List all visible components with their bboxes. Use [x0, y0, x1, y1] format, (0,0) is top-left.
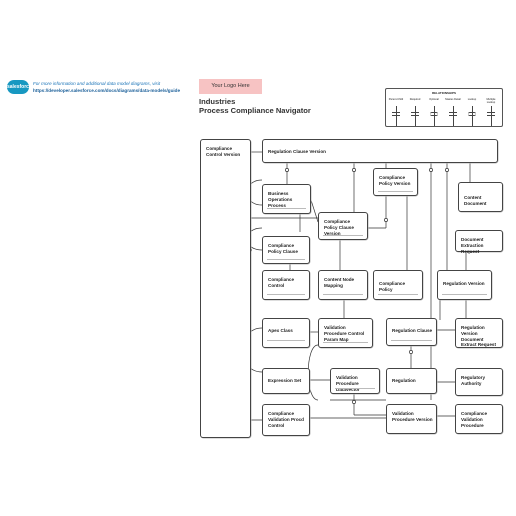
entity-content-node-mapping[interactable]: Content Node Mapping — [318, 270, 368, 300]
info-line: For more information and additional data… — [33, 81, 161, 86]
entity-compliance-policy-clause[interactable]: Compliance Policy Clause — [262, 236, 310, 264]
logo-placeholder: Your Logo Here — [199, 79, 262, 94]
info-link[interactable]: https://developer.salesforce.com/docs/di… — [33, 88, 181, 93]
info-text: For more information and additional data… — [33, 80, 193, 94]
salesforce-logo: salesforce — [7, 80, 32, 94]
entity-business-operations-process[interactable]: Business Operations Process — [262, 184, 311, 214]
entity-label: Regulation Clause — [392, 328, 433, 333]
legend-item: Required — [406, 98, 424, 126]
legend-label: Parent-Child — [388, 98, 404, 101]
entity-label: Apex Class — [268, 328, 293, 333]
connector-marker — [352, 400, 356, 404]
entity-regulation-version[interactable]: Regulation Version — [437, 270, 492, 300]
connector-marker — [429, 168, 433, 172]
entity-regulation-clause-version[interactable]: Regulation Clause Version — [262, 139, 498, 163]
entity-label: Validation Procedure Version — [392, 411, 433, 422]
entity-content-document[interactable]: Content Document — [458, 182, 503, 212]
relationship-legend: RELATIONSHIPS Parent-Child Required Opti… — [385, 88, 503, 127]
legend-label: Multiple Lookup — [486, 98, 496, 104]
entity-label: Validation Procedure Datavector — [336, 375, 360, 392]
entity-label: Compliance Control — [268, 277, 295, 288]
diagram-title: Industries Process Compliance Navigator — [199, 97, 311, 115]
title-line-1: Industries — [199, 97, 236, 106]
entity-validation-procedure-version[interactable]: Validation Procedure Version — [386, 404, 437, 434]
entity-apex-class[interactable]: Apex Class — [262, 318, 310, 348]
entity-compliance-control[interactable]: Compliance Control — [262, 270, 310, 300]
connector-marker — [352, 168, 356, 172]
legend-label: Master-Detail — [445, 98, 461, 101]
entity-label: Document Extraction Request — [461, 237, 484, 254]
entity-compliance-control-version[interactable]: Compliance Control Version — [200, 139, 251, 438]
entity-label: Compliance Policy Clause Version — [324, 219, 354, 236]
entity-label: Regulation Clause Version — [268, 149, 326, 154]
entity-label: Compliance Policy — [379, 281, 406, 292]
entity-compliance-policy[interactable]: Compliance Policy — [373, 270, 423, 300]
entity-compliance-validation-procedure[interactable]: Compliance Validation Procedure — [455, 404, 503, 434]
entity-label: Regulatory Authority — [461, 375, 485, 386]
entity-regulatory-authority[interactable]: Regulatory Authority — [455, 368, 503, 396]
entity-label: Content Document — [464, 195, 487, 206]
entity-label: Content Node Mapping — [324, 277, 355, 288]
connector-marker — [409, 350, 413, 354]
entity-label: Compliance Control Version — [206, 146, 241, 157]
connector — [310, 199, 319, 223]
entity-label: Expression Set — [268, 378, 302, 383]
entity-compliance-policy-version[interactable]: Compliance Policy Version — [373, 168, 418, 196]
connector-marker — [445, 168, 449, 172]
entity-label: Compliance Policy Clause — [268, 243, 298, 254]
legend-label: Optional — [429, 98, 439, 101]
entity-label: Compliance Validation Procedure — [461, 411, 488, 428]
entity-expression-set[interactable]: Expression Set — [262, 368, 310, 394]
entity-label: Compliance Validation Procd Control — [268, 411, 304, 428]
entity-label: Validation Procedure Control Param Map — [324, 325, 365, 342]
entity-label: Compliance Policy Version — [379, 175, 411, 186]
legend-item: Parent-Child — [387, 98, 405, 126]
entity-document-extraction-request[interactable]: Document Extraction Request — [455, 230, 503, 254]
entity-label: Business Operations Process — [268, 191, 293, 208]
entity-label: Regulation Version — [443, 281, 485, 286]
legend-title: RELATIONSHIPS — [431, 91, 457, 95]
entity-compliance-validation-procd-control[interactable]: Compliance Validation Procd Control — [262, 404, 310, 436]
entity-vp-control-param-map[interactable]: Validation Procedure Control Param Map — [318, 318, 373, 348]
entity-label: Regulation Version Document Extract Requ… — [461, 325, 496, 348]
connector-marker — [285, 168, 289, 172]
entity-vp-datavector[interactable]: Validation Procedure Datavector — [330, 368, 380, 394]
entity-label: Regulation — [392, 378, 416, 383]
entity-regulation-clause[interactable]: Regulation Clause — [386, 318, 437, 346]
legend-item: Multiple Lookup — [482, 98, 500, 126]
entity-regulation[interactable]: Regulation — [386, 368, 437, 394]
entity-compliance-policy-clause-version[interactable]: Compliance Policy Clause Version — [318, 212, 368, 240]
legend-item: Lookup — [463, 98, 481, 126]
legend-label: Required — [409, 98, 421, 101]
entity-regulation-version-document[interactable]: Regulation Version Document Extract Requ… — [455, 318, 503, 348]
legend-label: Lookup — [467, 98, 477, 101]
legend-item: Master-Detail — [444, 98, 462, 126]
title-line-2: Process Compliance Navigator — [199, 105, 311, 115]
legend-item: Optional — [425, 98, 443, 126]
connector-marker — [384, 218, 388, 222]
